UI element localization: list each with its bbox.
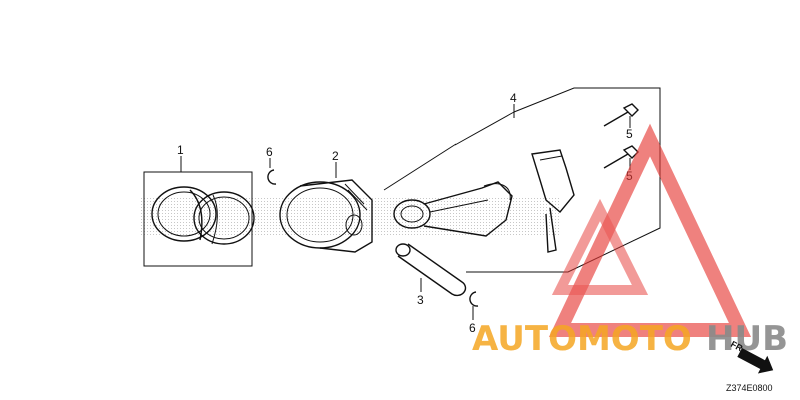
diagram-code: Z374E0800 [726,383,773,393]
watermark-triangle-outer [548,123,752,337]
ring-set-frame [143,171,253,267]
piston-pin-clip-upper [267,169,277,185]
piston-ring-set [143,171,255,267]
callout-6-lower: 6 [469,321,476,335]
connecting-rod [393,181,513,237]
callout-6-upper: 6 [266,145,273,159]
watermark-logo [548,123,752,337]
watermark-text-orange: AUTOMOTO [472,319,692,359]
connecting-rod-bolt-upper [603,103,639,127]
piston-pin-clip-lower [469,291,479,307]
piston-pin [395,243,467,297]
watermark-triangle-inner [551,198,649,295]
callout-5-upper: 5 [626,127,633,141]
piston [279,179,373,253]
callout-2: 2 [332,149,339,163]
connecting-rod-cap [531,149,575,253]
arrow-icon [737,348,774,374]
callout-3: 3 [417,293,424,307]
callout-1: 1 [177,143,184,157]
front-direction-arrow [737,348,774,374]
callout-4: 4 [510,91,517,105]
